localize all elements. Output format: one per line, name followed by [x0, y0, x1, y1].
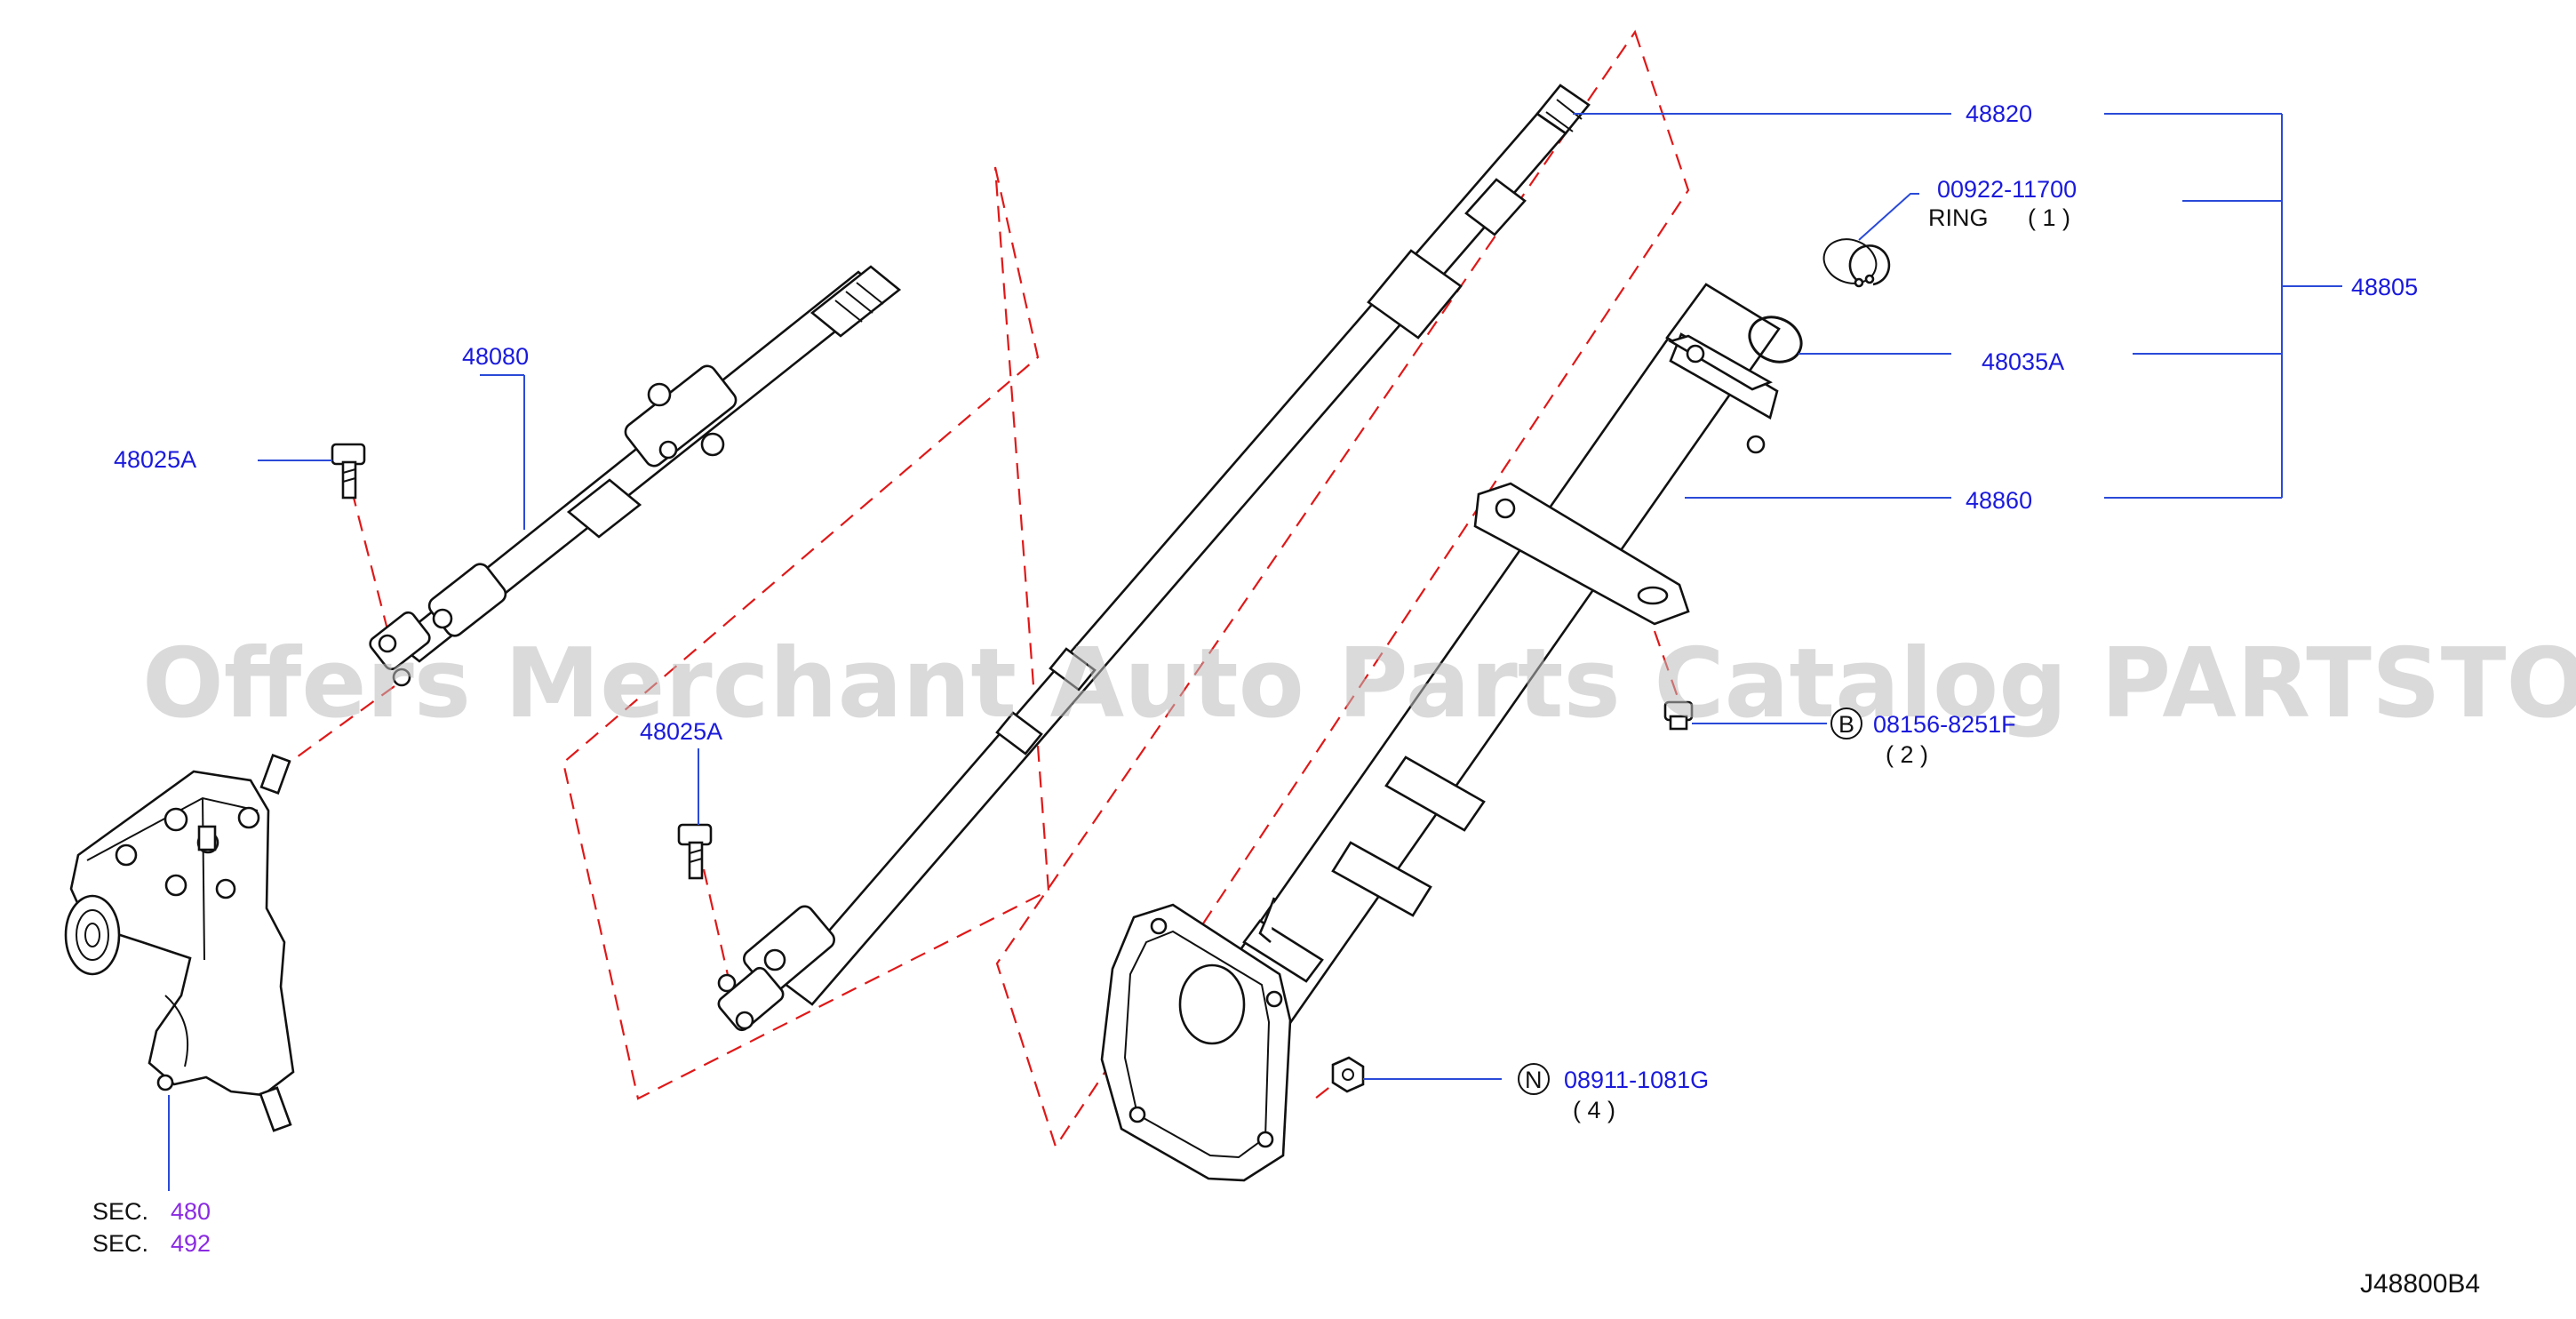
nut-08911-1081g	[1331, 1056, 1502, 1093]
guide-upper-shaft-zone	[995, 29, 1690, 1149]
column-tube-48860	[1100, 283, 1951, 1182]
link-sec-492[interactable]: 492	[171, 1230, 211, 1257]
bolt-48025a-mid	[677, 748, 713, 880]
guide-bolt-left	[350, 490, 391, 637]
label-ring: RING	[1928, 204, 1989, 231]
watermark: Offers Merchant Auto Parts Catalog PARTS…	[142, 628, 2576, 739]
assembly-bracket-48805	[2104, 113, 2342, 499]
label-48805: 48805	[2351, 274, 2418, 300]
symbol-b: B	[1830, 707, 1862, 739]
bolt-08156-8251f	[1663, 700, 1827, 731]
mount-bracket-upper	[1686, 344, 1766, 454]
label-n-qty: ( 4 )	[1573, 1097, 1615, 1123]
lower-shaft-48080	[369, 265, 902, 687]
label-00922-11700: 00922-11700	[1937, 176, 2077, 203]
svg-text:B: B	[1838, 711, 1854, 738]
link-sec-480[interactable]: 480	[171, 1198, 211, 1225]
label-48025a-mid: 48025A	[640, 718, 722, 745]
label-48820: 48820	[1966, 100, 2032, 127]
diagram-code: J48800B4	[2360, 1269, 2480, 1299]
svg-text:N: N	[1525, 1067, 1543, 1093]
label-48860: 48860	[1966, 487, 2032, 514]
guide-bolt-mid	[702, 868, 732, 987]
leader-ring	[1858, 193, 1919, 241]
symbol-n: N	[1518, 1063, 1550, 1095]
label-48025a-left: 48025A	[114, 446, 196, 473]
label-08911-1081g: 08911-1081G	[1564, 1067, 1709, 1093]
label-sec-1: SEC.	[92, 1198, 148, 1225]
intermediate-shaft-48820	[717, 84, 1951, 1032]
ring-00922-11700	[1822, 193, 1919, 288]
guide-lower-shaft-zone	[562, 166, 1050, 1100]
label-sec-2: SEC.	[92, 1230, 148, 1257]
guide-gearbox-link	[283, 685, 395, 767]
label-08156-8251f: 08156-8251F	[1873, 711, 2016, 738]
label-48080: 48080	[462, 343, 529, 370]
bolt-48025a-left	[258, 443, 366, 500]
o-ring-48035a	[1748, 316, 1951, 364]
label-b-qty: ( 2 )	[1886, 741, 1928, 768]
label-48035a: 48035A	[1982, 348, 2064, 375]
guide-bolt-b	[1653, 630, 1681, 703]
steering-gear-box	[64, 754, 295, 1191]
label-ring-qty: ( 1 )	[2028, 204, 2070, 231]
